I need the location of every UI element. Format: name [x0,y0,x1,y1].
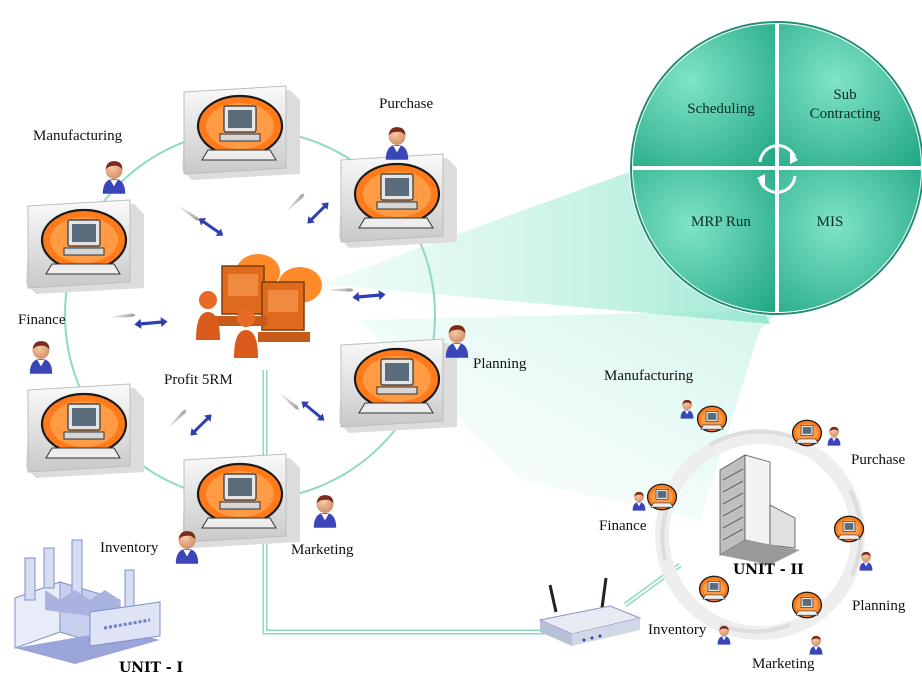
segment-scheduling[interactable] [628,19,779,170]
label-planning: Planning [473,356,527,372]
unit2-title: UNIT - II [733,562,804,578]
module-sub-label: Sub [833,87,857,103]
u2-workstation-planning [791,591,823,619]
module-contracting-label: Contracting [809,105,881,122]
label-manufacturing: Manufacturing [33,128,123,144]
workstation-manufacturing [24,198,146,296]
u2-workstation-marketing [833,515,865,543]
u2-person-marketing-icon [809,635,823,655]
u2-workstation-manufacturing [696,405,728,433]
building-icon [719,454,800,565]
label-inventory: Inventory [100,540,159,556]
arrow-finance-server [133,316,169,330]
arrow-server-inventory [187,411,215,439]
label-finance: Finance [18,312,66,328]
label-purchase: Purchase [379,96,434,112]
u2-workstation-inventory [698,575,730,603]
router-icon [538,577,642,646]
modules-pie [628,19,922,317]
u2-label-finance: Finance [599,518,647,534]
u2-workstation-purchase [791,419,823,447]
person-purchase-icon [385,127,409,160]
workstation-planning [337,337,459,435]
zoom-beam-unit2 [360,310,780,520]
u2-label-planning: Planning [852,598,906,614]
u2-label-inventory: Inventory [648,622,707,638]
module-mrp-run-label: MRP Run [691,214,751,230]
workstation-manufacturing-top [180,84,302,182]
profit-5rm-server-icon [196,254,322,358]
person-finance-icon [29,341,53,374]
workstation-marketing [180,452,302,550]
u2-label-manufacturing: Manufacturing [604,368,694,384]
module-mis-label: MIS [816,214,844,230]
arrow-server-planning [351,289,387,303]
factory-icon [14,539,161,664]
server-label: Profit 5RM [164,372,233,388]
u2-person-purchase-icon [827,426,841,446]
workstation-finance [24,382,146,480]
u2-label-purchase: Purchase [851,452,906,468]
unit1-title: UNIT - I [119,660,184,676]
label-marketing: Marketing [291,542,354,558]
u2-label-marketing: Marketing [752,656,815,672]
person-manufacturing-icon [102,161,126,194]
workstation-purchase [337,152,459,250]
module-sub-contracting-label: Sub Contracting [790,86,900,124]
person-marketing-icon [313,495,337,528]
arrow-purchase-server [304,199,332,227]
arrow-server-marketing [298,397,328,425]
module-scheduling-label: Scheduling [687,101,755,117]
arrow-manufacturing-server [196,214,226,240]
u2-workstation-finance [646,483,678,511]
segment-mis[interactable] [775,166,922,317]
